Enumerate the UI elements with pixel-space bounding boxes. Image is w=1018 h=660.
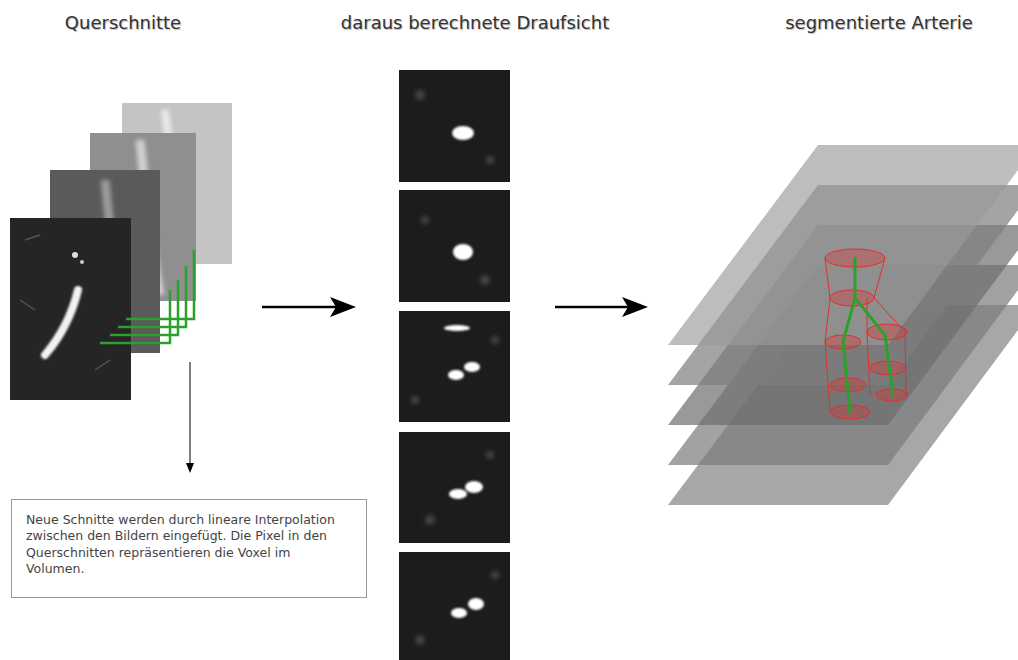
column-heading: Querschnitte <box>65 12 181 33</box>
cut-lines <box>100 250 194 343</box>
segmentation-volume <box>668 145 1018 505</box>
column-heading: segmentierte Arterie <box>785 12 973 33</box>
slice <box>10 218 131 400</box>
top-views <box>399 70 510 660</box>
slice-stack <box>10 103 232 400</box>
column-heading: daraus berechnete Draufsicht <box>341 12 609 33</box>
note-text: Neue Schnitte werden durch lineare Inter… <box>26 512 352 577</box>
note-box: Neue Schnitte werden durch lineare Inter… <box>11 499 367 598</box>
